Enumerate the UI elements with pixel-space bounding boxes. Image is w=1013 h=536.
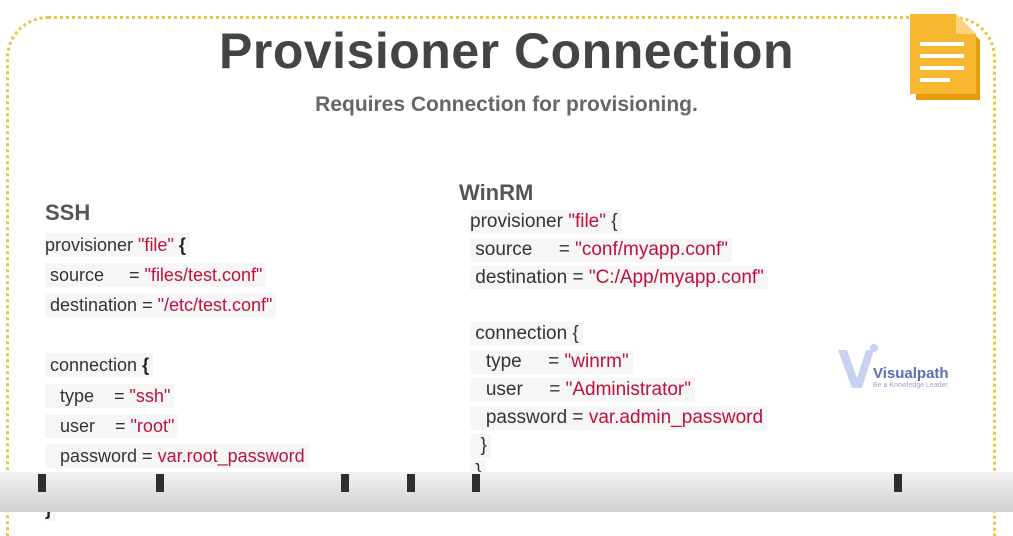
ssh-heading: SSH [45, 200, 91, 225]
winrm-code-line: } [470, 434, 491, 458]
ssh-code-line: user = "root" [45, 414, 179, 438]
code-brace: { [173, 235, 186, 255]
document-icon [910, 14, 980, 100]
code-keyword: password = [45, 446, 158, 466]
code-brace: { [606, 211, 618, 232]
code-keyword: source = [45, 265, 145, 285]
code-keyword: connection [45, 355, 143, 375]
ssh-code-line: provisioner "file" { [45, 233, 190, 257]
ssh-code-line: destination = "/etc/test.conf" [45, 293, 277, 317]
slide-title: Provisioner Connection [219, 23, 794, 79]
code-string: "file" [138, 235, 174, 255]
code-string: "root" [130, 416, 175, 436]
chapter-marker[interactable] [156, 474, 164, 492]
chapter-marker[interactable] [407, 474, 415, 492]
ssh-code-line: type = "ssh" [45, 384, 175, 408]
code-brace: { [572, 323, 579, 344]
ssh-code-line: connection { [45, 353, 154, 377]
code-brace: { [142, 355, 150, 375]
winrm-code-line: destination = "C:/App/myapp.conf" [470, 266, 768, 290]
code-keyword: destination = [45, 295, 158, 315]
watermark-tagline: Be a Knowledge Leader [873, 382, 948, 389]
ssh-code-line: password = var.root_password [45, 444, 309, 468]
winrm-code-line: provisioner "file" { [470, 210, 622, 234]
code-string: "/etc/test.conf" [157, 295, 273, 315]
code-keyword: password = [470, 407, 589, 428]
winrm-heading: WinRM [459, 180, 534, 205]
winrm-code-line: user = "Administrator" [470, 378, 695, 402]
code-keyword: provisioner [470, 211, 569, 232]
chapter-marker[interactable] [894, 474, 902, 492]
visualpath-logo [838, 344, 878, 388]
code-keyword: provisioner [45, 235, 139, 255]
code-keyword: destination = [470, 267, 589, 288]
code-string: "winrm" [564, 351, 629, 372]
code-string: var.admin_password [588, 407, 764, 428]
code-string: "C:/App/myapp.conf" [588, 267, 764, 288]
code-keyword: connection [470, 323, 573, 344]
winrm-code-line: connection { [470, 322, 583, 346]
code-string: "Administrator" [565, 379, 691, 400]
watermark-brand: Visualpath [873, 365, 949, 382]
code-string: "files/test.conf" [144, 265, 263, 285]
video-progress-bar[interactable] [0, 472, 1013, 512]
code-string: "file" [568, 211, 606, 232]
winrm-code-line: source = "conf/myapp.conf" [470, 238, 732, 262]
winrm-code-line: password = var.admin_password [470, 406, 768, 430]
code-keyword: type = [45, 386, 130, 406]
ssh-code-line: source = "files/test.conf" [45, 263, 267, 287]
code-string: "conf/myapp.conf" [575, 239, 728, 260]
winrm-code-line: type = "winrm" [470, 350, 633, 374]
code-keyword: user = [45, 416, 131, 436]
code-keyword: user = [470, 379, 566, 400]
code-string: "ssh" [129, 386, 171, 406]
code-keyword: type = [470, 351, 565, 372]
chapter-marker[interactable] [341, 474, 349, 492]
chapter-marker[interactable] [38, 474, 46, 492]
slide-subtitle: Requires Connection for provisioning. [315, 93, 698, 116]
chapter-marker[interactable] [472, 474, 480, 492]
code-string: var.root_password [157, 446, 305, 466]
code-keyword: source = [470, 239, 576, 260]
slide-border [6, 16, 996, 536]
